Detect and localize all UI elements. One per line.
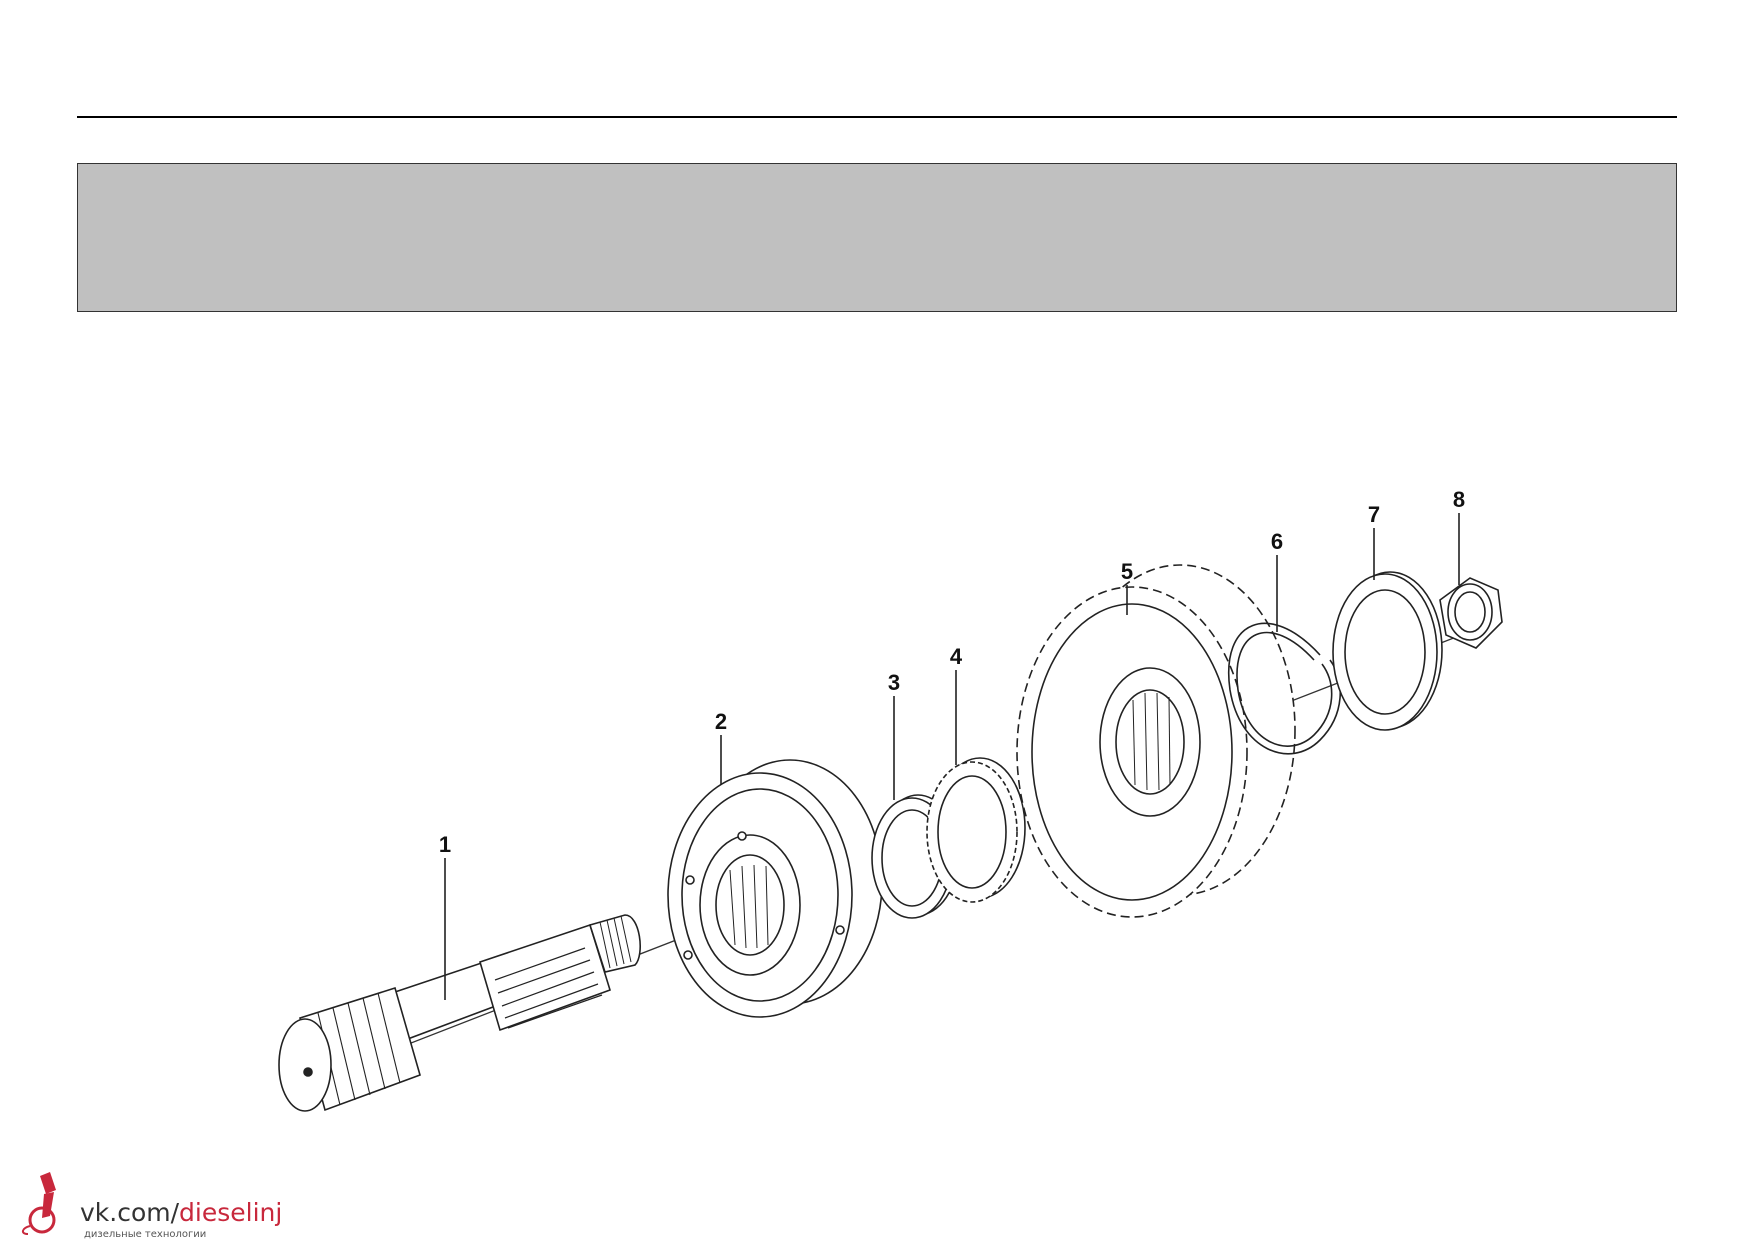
part-5-gear <box>1016 564 1296 918</box>
part-4-synchronizer-ring <box>926 757 1026 903</box>
part-2-synchronizer-hub <box>667 759 883 1018</box>
part-1-shaft <box>278 914 641 1112</box>
callout-8: 8 <box>1453 487 1465 512</box>
watermark-site: vk.com/dieselinj <box>80 1198 282 1227</box>
part-7-washer <box>1332 571 1443 731</box>
callout-3: 3 <box>888 670 900 695</box>
callout-6: 6 <box>1271 529 1283 554</box>
part-6-snap-ring <box>1227 622 1341 755</box>
watermark-site-accent: dieselinj <box>179 1198 283 1227</box>
callout-1: 1 <box>439 832 451 857</box>
callout-7: 7 <box>1368 502 1380 527</box>
header-box <box>77 163 1677 312</box>
callout-5: 5 <box>1121 559 1133 584</box>
watermark-site-prefix: vk.com/ <box>80 1198 180 1227</box>
part-8-nut <box>1439 577 1503 649</box>
watermark-subtitle: дизельные технологии <box>84 1229 207 1240</box>
injector-logo-icon <box>22 1172 56 1235</box>
callout-4: 4 <box>950 644 963 669</box>
top-rule <box>77 116 1677 118</box>
leader-lines <box>444 513 1460 1000</box>
callout-2: 2 <box>715 709 727 734</box>
